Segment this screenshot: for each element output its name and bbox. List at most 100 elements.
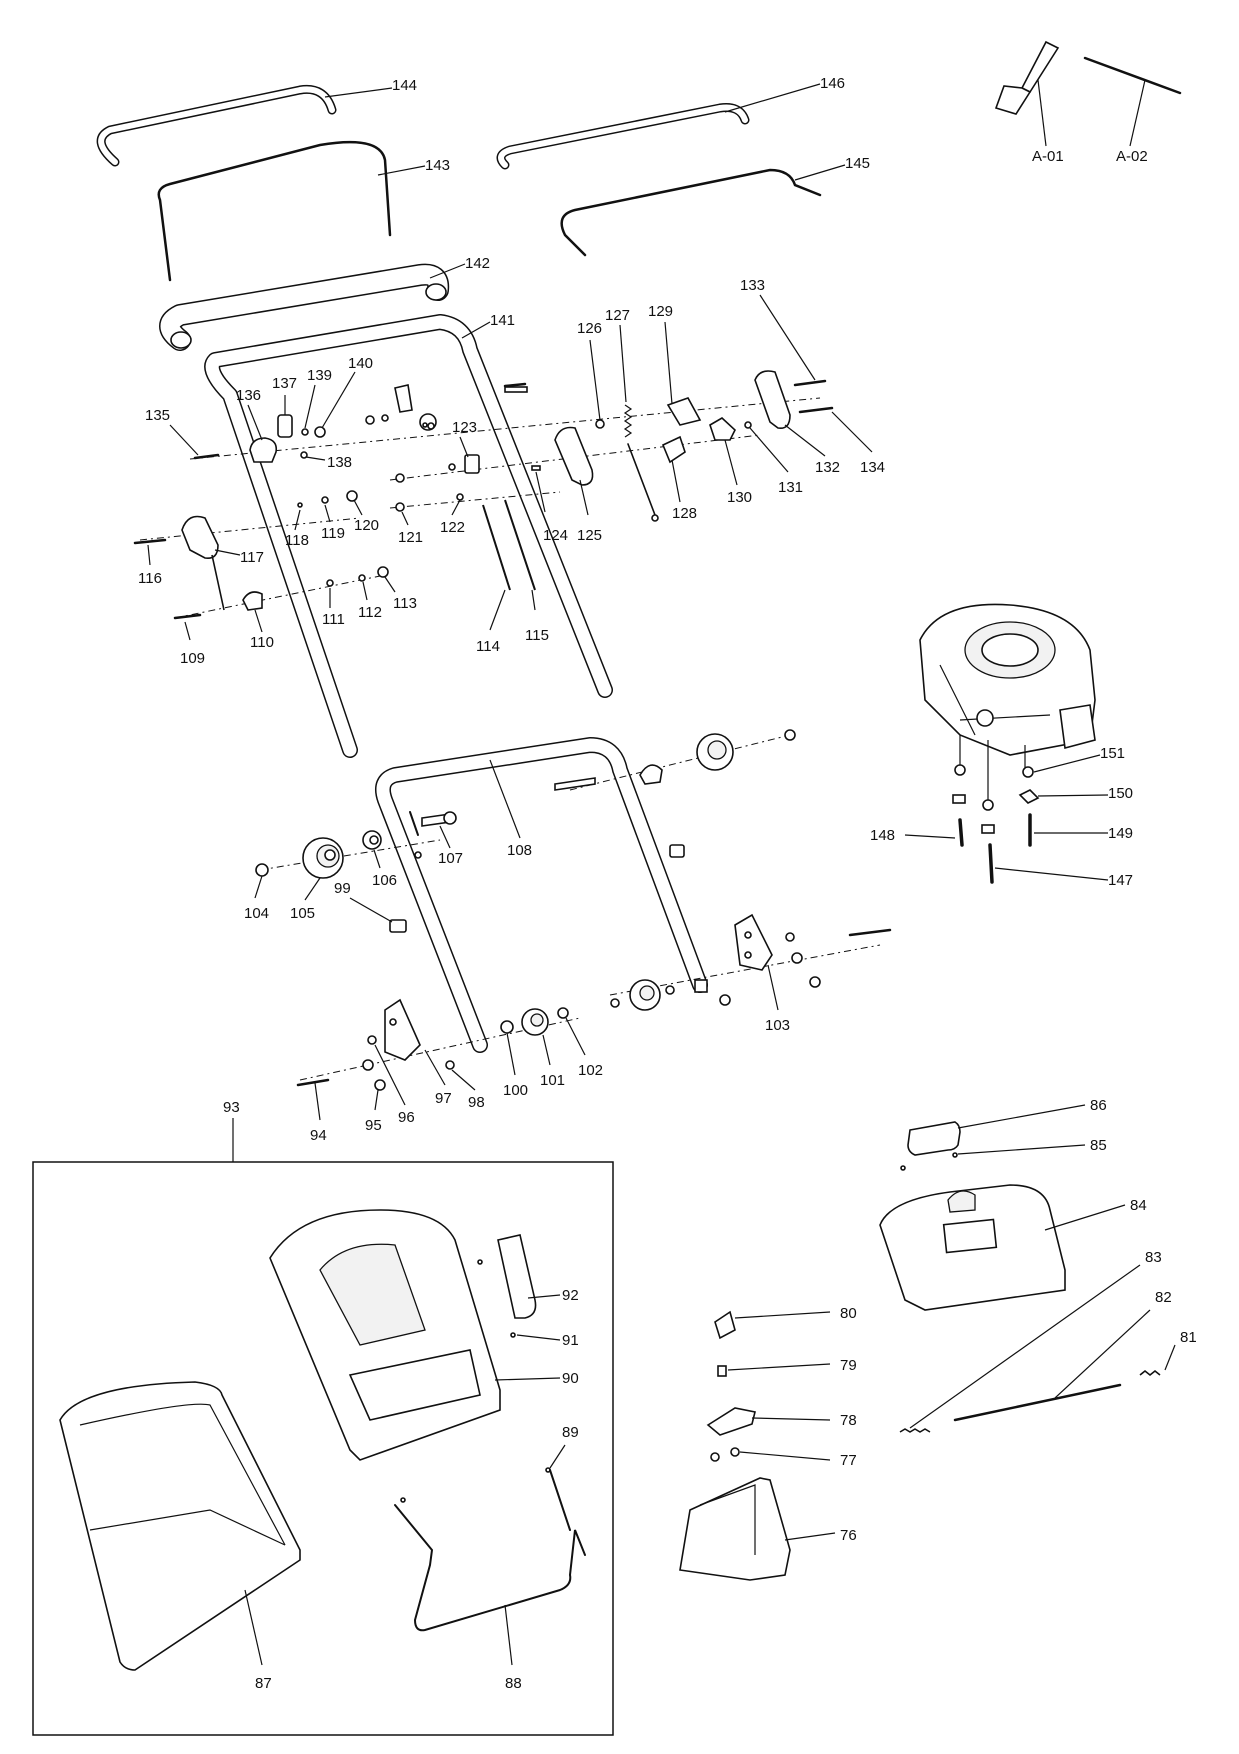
part-114: 114: [476, 504, 511, 655]
part-106: 106: [362, 830, 397, 889]
part-147: 147: [994, 867, 1133, 889]
part-93: 93: [32, 1099, 614, 1736]
label-a01: A-01: [1032, 148, 1064, 165]
part-101: 101: [521, 1008, 565, 1089]
label-95: 95: [365, 1117, 382, 1134]
label-131: 131: [778, 479, 803, 496]
label-104: 104: [244, 905, 269, 922]
part-116: 116: [133, 538, 167, 587]
label-77: 77: [840, 1452, 857, 1469]
label-89: 89: [562, 1424, 579, 1441]
part-87: 87: [59, 1381, 301, 1692]
label-141: 141: [490, 312, 515, 329]
label-146: 146: [820, 75, 845, 92]
part-148: 148: [870, 827, 956, 844]
part-149: 149: [1028, 813, 1133, 847]
tool-a02: A-02: [1083, 56, 1182, 165]
part-91: 91: [510, 1332, 579, 1349]
part-98: 98: [445, 1060, 485, 1111]
label-122: 122: [440, 519, 465, 536]
label-84: 84: [1130, 1197, 1147, 1214]
label-97: 97: [435, 1090, 452, 1107]
label-80: 80: [840, 1305, 857, 1322]
part-138: 138: [300, 451, 352, 471]
part-110: 110: [242, 591, 274, 651]
label-94: 94: [310, 1127, 327, 1144]
label-144: 144: [392, 77, 417, 94]
part-113: 113: [377, 566, 417, 612]
label-90: 90: [562, 1370, 579, 1387]
part-140: 140: [314, 355, 373, 438]
label-113: 113: [393, 595, 417, 612]
part-95: 95: [362, 1059, 386, 1134]
part-134: 134: [798, 406, 885, 476]
label-83: 83: [1145, 1249, 1162, 1266]
part-84: 84: [879, 1184, 1147, 1311]
part-76: 76: [679, 1477, 857, 1581]
label-102: 102: [578, 1062, 603, 1079]
part-119: 119: [321, 496, 345, 542]
label-120: 120: [354, 517, 379, 534]
part-105: 105: [290, 837, 344, 922]
part-132: 132: [754, 370, 840, 476]
label-137: 137: [272, 375, 297, 392]
label-123: 123: [452, 419, 477, 436]
label-91: 91: [562, 1332, 579, 1349]
label-81: 81: [1180, 1329, 1197, 1346]
label-88: 88: [505, 1675, 522, 1692]
label-92: 92: [562, 1287, 579, 1304]
label-109: 109: [180, 650, 205, 667]
label-100: 100: [503, 1082, 528, 1099]
part-99: 99: [334, 880, 407, 933]
label-136: 136: [236, 387, 261, 404]
label-142: 142: [465, 255, 490, 272]
label-111: 111: [322, 611, 345, 628]
catcher-assembly-box: [32, 1161, 614, 1736]
label-116: 116: [138, 570, 162, 587]
part-150: 150: [1018, 785, 1133, 804]
part-85: 85: [900, 1137, 1107, 1171]
label-129: 129: [648, 303, 673, 320]
part-118: 118: [285, 502, 309, 549]
label-124: 124: [543, 527, 568, 544]
part-139: 139: [301, 367, 332, 436]
label-76: 76: [840, 1527, 857, 1544]
label-99: 99: [334, 880, 351, 897]
label-135: 135: [145, 407, 170, 424]
label-85: 85: [1090, 1137, 1107, 1154]
label-103: 103: [765, 1017, 790, 1034]
label-121: 121: [398, 529, 423, 546]
part-122: 122: [440, 493, 465, 536]
label-101: 101: [540, 1072, 565, 1089]
part-102: 102: [557, 1007, 603, 1079]
part-81: 81: [1139, 1329, 1197, 1377]
label-86: 86: [1090, 1097, 1107, 1114]
engine: [919, 603, 1096, 756]
part-111: 111: [322, 579, 345, 628]
part-90: 90: [269, 1209, 579, 1461]
part-121: 121: [395, 502, 423, 546]
label-133: 133: [740, 277, 765, 294]
part-146: 146: [496, 75, 845, 170]
label-a02: A-02: [1116, 148, 1148, 165]
part-131: 131: [744, 421, 803, 496]
label-147: 147: [1108, 872, 1133, 889]
part-135: 135: [145, 407, 220, 460]
label-145: 145: [845, 155, 870, 172]
part-82: 82: [953, 1289, 1172, 1422]
label-138: 138: [327, 454, 352, 471]
part-88: 88: [394, 1469, 586, 1692]
part-123: 123: [452, 419, 480, 474]
part-97: 97: [384, 998, 452, 1107]
part-112: 112: [358, 574, 382, 621]
label-140: 140: [348, 355, 373, 372]
label-108: 108: [507, 842, 532, 859]
label-118: 118: [285, 532, 309, 549]
part-142: 142: [159, 255, 490, 351]
label-115: 115: [525, 627, 549, 644]
part-151: 151: [1022, 745, 1125, 778]
label-82: 82: [1155, 1289, 1172, 1306]
part-144: 144: [96, 77, 417, 167]
part-126: 126: [577, 320, 605, 429]
